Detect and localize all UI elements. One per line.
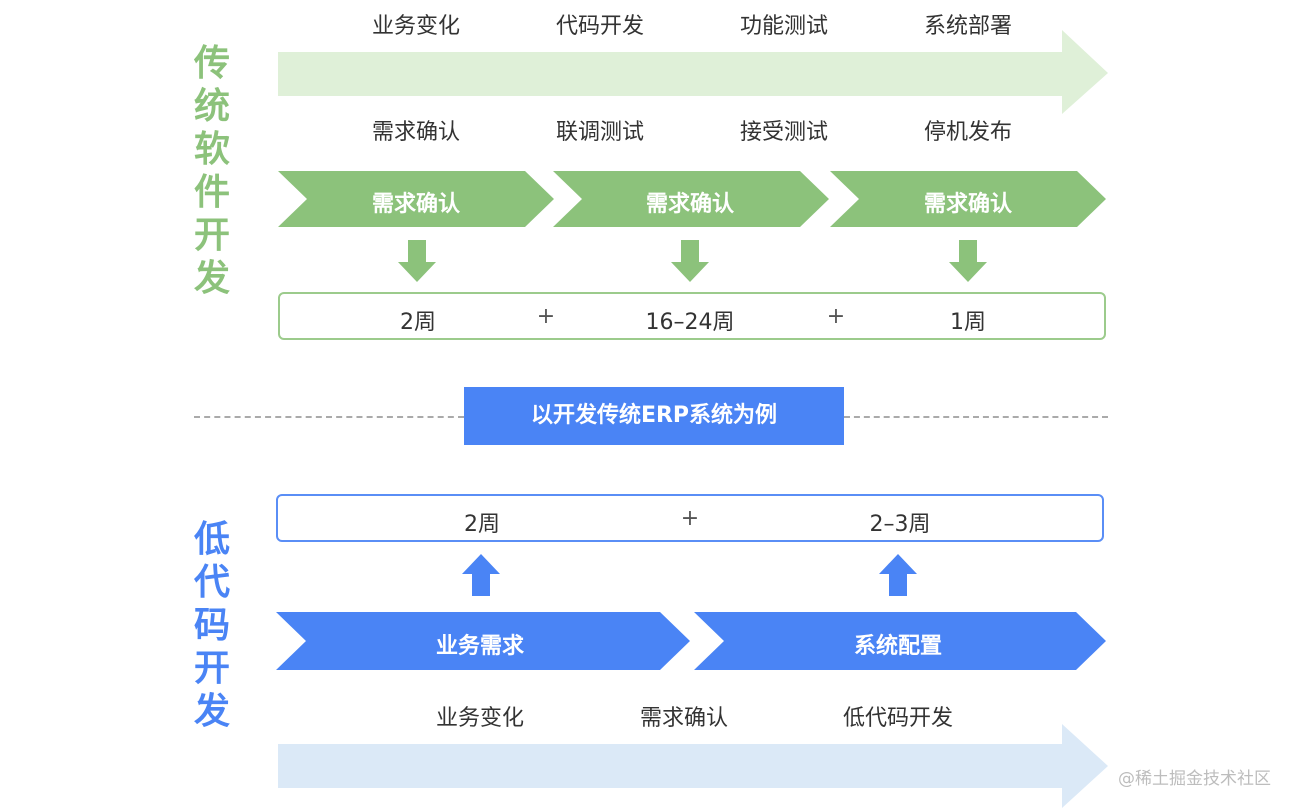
traditional-chevron-1 — [278, 171, 554, 227]
lowcode-chevron-label: 系统配置 — [853, 634, 942, 659]
lowcode-duration-box: 2周 + 2–3周 — [276, 494, 1104, 542]
traditional-bottom-label: 联调测试 — [555, 120, 644, 145]
lowcode-title: 低代码开发 — [193, 519, 230, 732]
down-arrow-2 — [671, 240, 709, 282]
duration-value: 1周 — [950, 310, 986, 335]
up-arrow-1 — [462, 554, 500, 596]
lowcode-timeline-arrow — [278, 724, 1108, 808]
lowcode-chevron-2 — [694, 612, 1106, 670]
traditional-top-label: 业务变化 — [371, 14, 460, 39]
traditional-top-label: 功能测试 — [739, 14, 828, 39]
traditional-chevron-label: 需求确认 — [371, 192, 460, 217]
down-arrow-3 — [949, 240, 987, 282]
traditional-chevron-label: 需求确认 — [923, 192, 1012, 217]
plus-sign: + — [826, 304, 846, 329]
duration-value: 2–3周 — [869, 512, 931, 537]
plus-sign: + — [680, 506, 700, 531]
down-arrow-1 — [398, 240, 436, 282]
duration-value: 2周 — [464, 512, 500, 537]
traditional-duration-box: 2周 + 16–24周 + 1周 — [278, 292, 1106, 340]
traditional-chevron-label: 需求确认 — [645, 192, 734, 217]
traditional-chevron-3 — [830, 171, 1106, 227]
traditional-timeline-arrow — [278, 30, 1108, 114]
lowcode-chevron-1 — [276, 612, 690, 670]
example-banner: 以开发传统ERP系统为例 — [464, 387, 844, 445]
duration-value: 2周 — [400, 310, 436, 335]
traditional-chevron-2 — [553, 171, 829, 227]
divider-right — [844, 416, 1108, 418]
traditional-title: 传统软件开发 — [193, 43, 230, 299]
plus-sign: + — [536, 304, 556, 329]
traditional-bottom-label: 需求确认 — [371, 120, 460, 145]
divider-left — [194, 416, 464, 418]
lowcode-chevron-label: 业务需求 — [435, 634, 524, 659]
traditional-top-label: 代码开发 — [555, 14, 644, 39]
up-arrow-2 — [879, 554, 917, 596]
traditional-bottom-label: 停机发布 — [923, 120, 1012, 145]
traditional-bottom-label: 接受测试 — [739, 120, 828, 145]
duration-value: 16–24周 — [645, 310, 735, 335]
lowcode-label: 业务变化 — [435, 706, 524, 731]
watermark: @稀土掘金技术社区 — [1118, 769, 1271, 789]
lowcode-label: 需求确认 — [639, 706, 728, 731]
traditional-top-label: 系统部署 — [923, 14, 1012, 39]
lowcode-label: 低代码开发 — [842, 706, 953, 731]
